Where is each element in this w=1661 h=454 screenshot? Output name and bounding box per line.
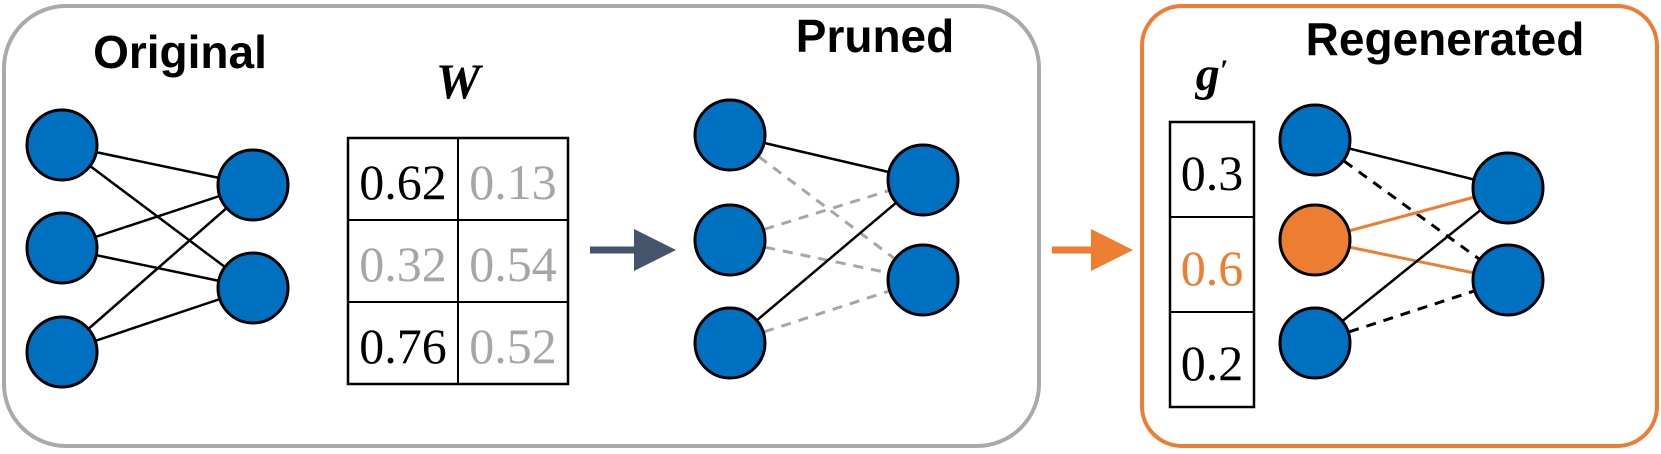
- regenerated-output-node-2: [1471, 243, 1545, 317]
- original-output-node-1: [216, 148, 290, 222]
- regenerated-edge-3-1: [1314, 187, 1509, 344]
- weight-matrix-label: W: [436, 53, 484, 109]
- pruned-input-node-1: [693, 98, 767, 172]
- weight-cell-r1c2: 0.13: [469, 154, 557, 210]
- weight-matrix: 0.62 0.13 0.32 0.54 0.76 0.52: [346, 136, 570, 386]
- weight-cell-r2c2: 0.54: [469, 236, 557, 292]
- regenerated-network: [1278, 103, 1545, 380]
- regenerated-input-node-1: [1278, 103, 1352, 177]
- original-title: Original: [93, 26, 267, 78]
- gate-vector-label: g′: [1195, 48, 1228, 101]
- weight-cell-r3c2: 0.52: [469, 318, 557, 374]
- pruned-edge-3-1: [729, 179, 924, 344]
- original-input-node-2: [25, 211, 99, 285]
- regenerated-panel: [1140, 4, 1659, 448]
- gate-cell-3: 0.2: [1181, 335, 1244, 391]
- regenerated-output-node-1: [1471, 151, 1545, 225]
- original-network: [25, 108, 290, 389]
- regenerated-input-node-2: [1278, 203, 1352, 277]
- gate-vector: 0.3 0.6 0.2: [1168, 120, 1256, 409]
- pruned-input-node-2: [693, 203, 767, 277]
- original-input-node-3: [25, 315, 99, 389]
- gate-cell-2: 0.6: [1181, 240, 1244, 296]
- original-output-node-2: [216, 251, 290, 325]
- pruned-title: Pruned: [796, 10, 954, 62]
- weight-cell-r2c1: 0.32: [359, 236, 447, 292]
- gate-cell-1: 0.3: [1181, 145, 1244, 201]
- pruned-output-node-1: [886, 143, 960, 217]
- pruned-network: [693, 98, 960, 380]
- regenerated-title: Regenerated: [1306, 13, 1585, 65]
- original-edge-3-1: [61, 184, 254, 353]
- pruned-output-node-2: [886, 243, 960, 317]
- regenerated-edge-1-2: [1314, 138, 1509, 282]
- weight-cell-r1c1: 0.62: [359, 154, 447, 210]
- original-input-node-1: [25, 108, 99, 182]
- pruned-edge-1-2: [729, 133, 924, 282]
- pruned-input-node-3: [693, 306, 767, 380]
- regenerated-input-node-3: [1278, 306, 1352, 380]
- weight-cell-r3c1: 0.76: [359, 318, 447, 374]
